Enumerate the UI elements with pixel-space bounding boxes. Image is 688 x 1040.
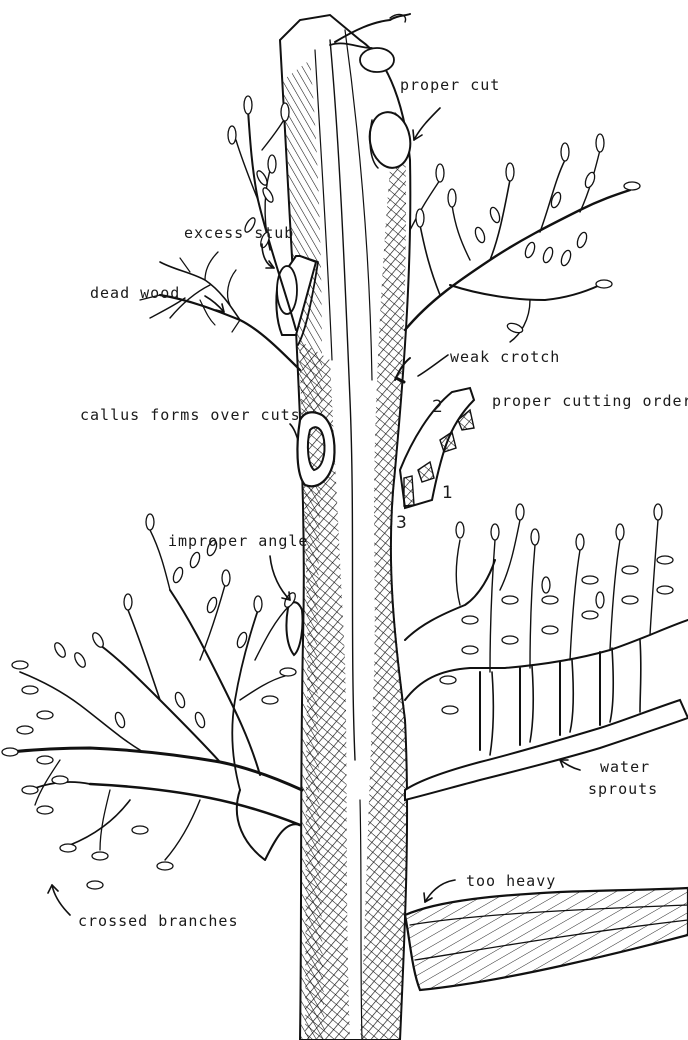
label-improper-angle: improper angle <box>168 532 308 550</box>
improper-angle-cut <box>286 602 302 655</box>
label-step-1: 1 <box>442 483 453 503</box>
label-callus: callus forms over cuts <box>80 406 301 424</box>
too-heavy-branch <box>405 888 688 990</box>
water-sprouts-branch <box>405 504 688 800</box>
label-step-2: 2 <box>432 397 443 417</box>
label-step-3: 3 <box>396 513 407 533</box>
label-water: water <box>600 758 650 776</box>
label-dead-wood: dead wood <box>90 284 180 302</box>
label-weak-crotch: weak crotch <box>450 348 560 366</box>
label-too-heavy: too heavy <box>466 872 556 890</box>
label-sprouts: sprouts <box>588 780 658 798</box>
callus-scar <box>297 412 334 486</box>
crossed-branches-crown <box>2 514 302 889</box>
label-crossed-branches: crossed branches <box>78 912 239 930</box>
label-excess-stub: excess stub <box>184 224 294 242</box>
label-proper-cut: proper cut <box>400 76 500 94</box>
label-proper-cutting-order: proper cutting order <box>492 392 688 410</box>
upper-right-leafy-branch <box>405 134 640 342</box>
